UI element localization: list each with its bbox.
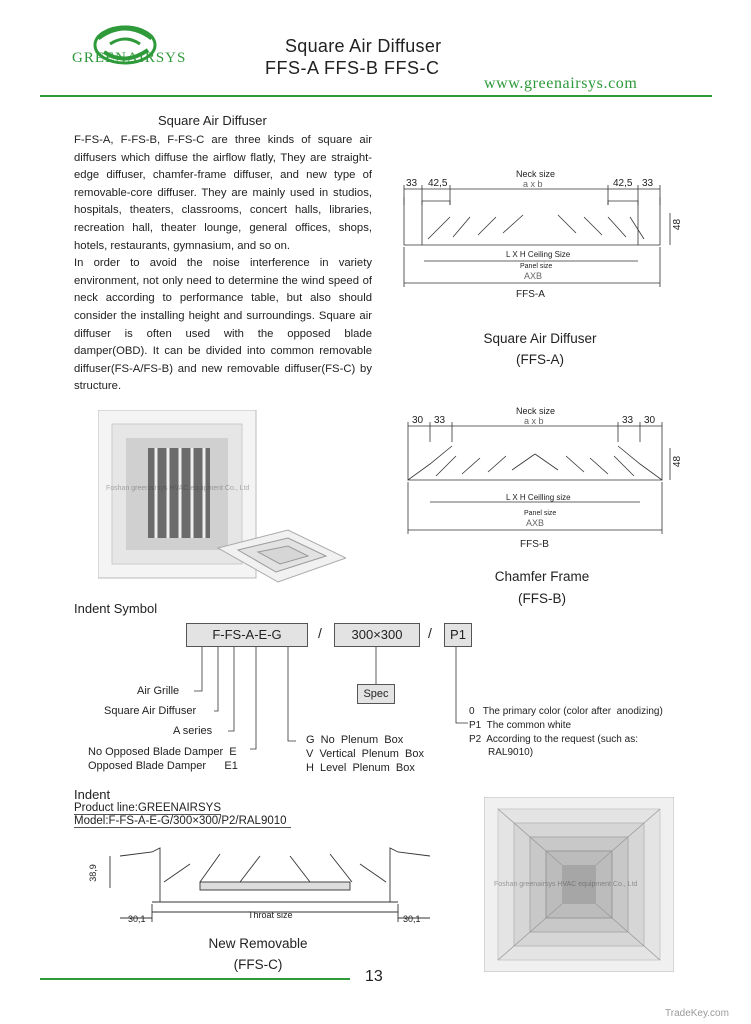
ffs-c-dim-left: 30,1	[128, 914, 146, 924]
model-line: Model:F-FS-A-E-G/300×300/P2/RAL9010	[74, 815, 291, 828]
product-photo-ffs-c: Foshan greenairsys HVAC equipment Co., L…	[483, 796, 675, 973]
ffs-b-caption: Chamfer Frame	[494, 569, 590, 584]
intro-heading: Square Air Diffuser	[158, 113, 267, 128]
ffs-c-drawing	[109, 847, 431, 922]
ffs-b-panel-formula: AXB	[526, 518, 545, 528]
legend-a-series: A series	[173, 725, 213, 737]
indent-connector-lines	[194, 647, 468, 750]
photo-watermark-2: Foshan greenairsys HVAC equipment Co., L…	[494, 881, 638, 888]
ffs-a-diagram: Neck size a x b 33 42,5 42,5 33 48 L X H…	[398, 165, 688, 305]
legend-level-plenum: H Level Plenum Box	[306, 762, 415, 774]
page-subtitle: FFS-A FFS-B FFS-C	[265, 58, 440, 78]
footer-divider	[40, 978, 350, 980]
ffs-a-drawing	[403, 185, 671, 287]
indent-heading: Indent	[74, 787, 111, 802]
ffs-b-dim-right-outer: 30	[644, 415, 656, 426]
photo-watermark: Foshan greenairsys HVAC equipment Co., L…	[106, 485, 250, 492]
ffs-b-dim-right-inner: 33	[622, 415, 634, 426]
ffs-c-caption-code: (FFS-C)	[233, 957, 283, 972]
ffs-a-caption: Square Air Diffuser	[483, 331, 597, 346]
ffs-a-panel-size: Panel size	[520, 263, 553, 270]
ffs-b-ceiling-size: L X H Ceilling size	[506, 493, 571, 502]
indent-symbol-heading: Indent Symbol	[74, 601, 158, 616]
indent-size-box: 300×300	[334, 623, 420, 647]
ffs-a-neck-formula: a x b	[523, 179, 543, 189]
legend-color-request: P2 According to the request (such as:	[469, 734, 638, 745]
ffs-c-dim-right: 30,1	[403, 914, 421, 924]
ffs-a-ceiling-size: L X H Ceiling Size	[506, 250, 571, 259]
ffs-b-neck-label: Neck size	[516, 406, 556, 416]
ffs-b-dim-left-outer: 30	[412, 415, 424, 426]
indent-color-box: P1	[444, 623, 472, 647]
ffs-a-panel-formula: AXB	[524, 271, 543, 281]
ffs-b-diagram: Neck size a x b 30 33 33 30 48 L X H Cei…	[400, 402, 690, 554]
product-photo-ffs-a: Foshan greenairsys HVAC equipment Co., L…	[97, 409, 348, 588]
legend-color-primary: 0 The primary color (color after anodizi…	[469, 706, 663, 717]
header-divider	[40, 95, 712, 97]
legend-no-obd: No Opposed Blade Damper E	[88, 746, 237, 758]
ffs-c-dim-height: 38,9	[87, 864, 98, 882]
diffuser-front-image	[483, 796, 675, 973]
ffs-a-dim-left-inner: 42,5	[428, 178, 448, 189]
ffs-b-panel-size: Panel size	[524, 510, 557, 517]
ffs-b-dim-height: 48	[672, 455, 684, 468]
ffs-b-caption-code: (FFS-B)	[518, 591, 566, 606]
indent-spec-box: Spec	[357, 684, 395, 704]
intro-paragraph-2: In order to avoid the noise interference…	[74, 257, 372, 393]
page-number: 13	[365, 968, 383, 985]
ffs-a-dim-right-inner: 42,5	[613, 178, 633, 189]
website-link[interactable]: www.greenairsys.com	[484, 75, 638, 92]
intro-text: F-FS-A, F-FS-B, F-FS-C are three kinds o…	[74, 132, 372, 396]
ffs-c-diagram: 38,9 30,1 30,1 Throat size	[87, 842, 440, 934]
ffs-a-caption-code: (FFS-A)	[516, 352, 564, 367]
ffs-c-throat: Throat size	[248, 910, 293, 920]
ffs-b-dim-left-inner: 33	[434, 415, 446, 426]
legend-obd: Opposed Blade Damper E1	[88, 760, 238, 772]
ffs-a-dim-height: 48	[672, 218, 684, 231]
legend-vertical-plenum: V Vertical Plenum Box	[306, 748, 424, 760]
legend-no-plenum: G No Plenum Box	[306, 734, 404, 746]
indent-slash-1: /	[318, 625, 322, 641]
legend-color-white: P1 The common white	[469, 720, 572, 731]
ffs-b-neck-formula: a x b	[524, 416, 544, 426]
ffs-a-neck-label: Neck size	[516, 169, 556, 179]
product-line: Product line:GREENAIRSYS	[74, 802, 222, 815]
page-title: Square Air Diffuser	[285, 36, 442, 56]
ffs-a-dim-left-outer: 33	[406, 178, 418, 189]
logo-swoosh-icon	[93, 25, 157, 65]
diffuser-photo-image	[97, 409, 348, 583]
tradekey-watermark: TradeKey.com	[665, 1008, 729, 1019]
indent-code-box: F-FS-A-E-G	[186, 623, 308, 647]
intro-paragraph-1: F-FS-A, F-FS-B, F-FS-C are three kinds o…	[74, 134, 372, 252]
legend-color-ral: RAL9010)	[488, 747, 534, 758]
ffs-a-label: FFS-A	[516, 289, 545, 300]
ffs-b-label: FFS-B	[520, 539, 549, 550]
ffs-b-drawing	[407, 422, 671, 534]
legend-square-air-diffuser: Square Air Diffuser	[104, 705, 197, 717]
ffs-c-caption: New Removable	[208, 936, 308, 951]
logo-text: GREENAIRSYS	[72, 50, 187, 66]
ffs-a-dim-right-outer: 33	[642, 178, 654, 189]
legend-air-grille: Air Grille	[137, 685, 180, 697]
indent-slash-2: /	[428, 625, 432, 641]
logo	[70, 18, 180, 88]
